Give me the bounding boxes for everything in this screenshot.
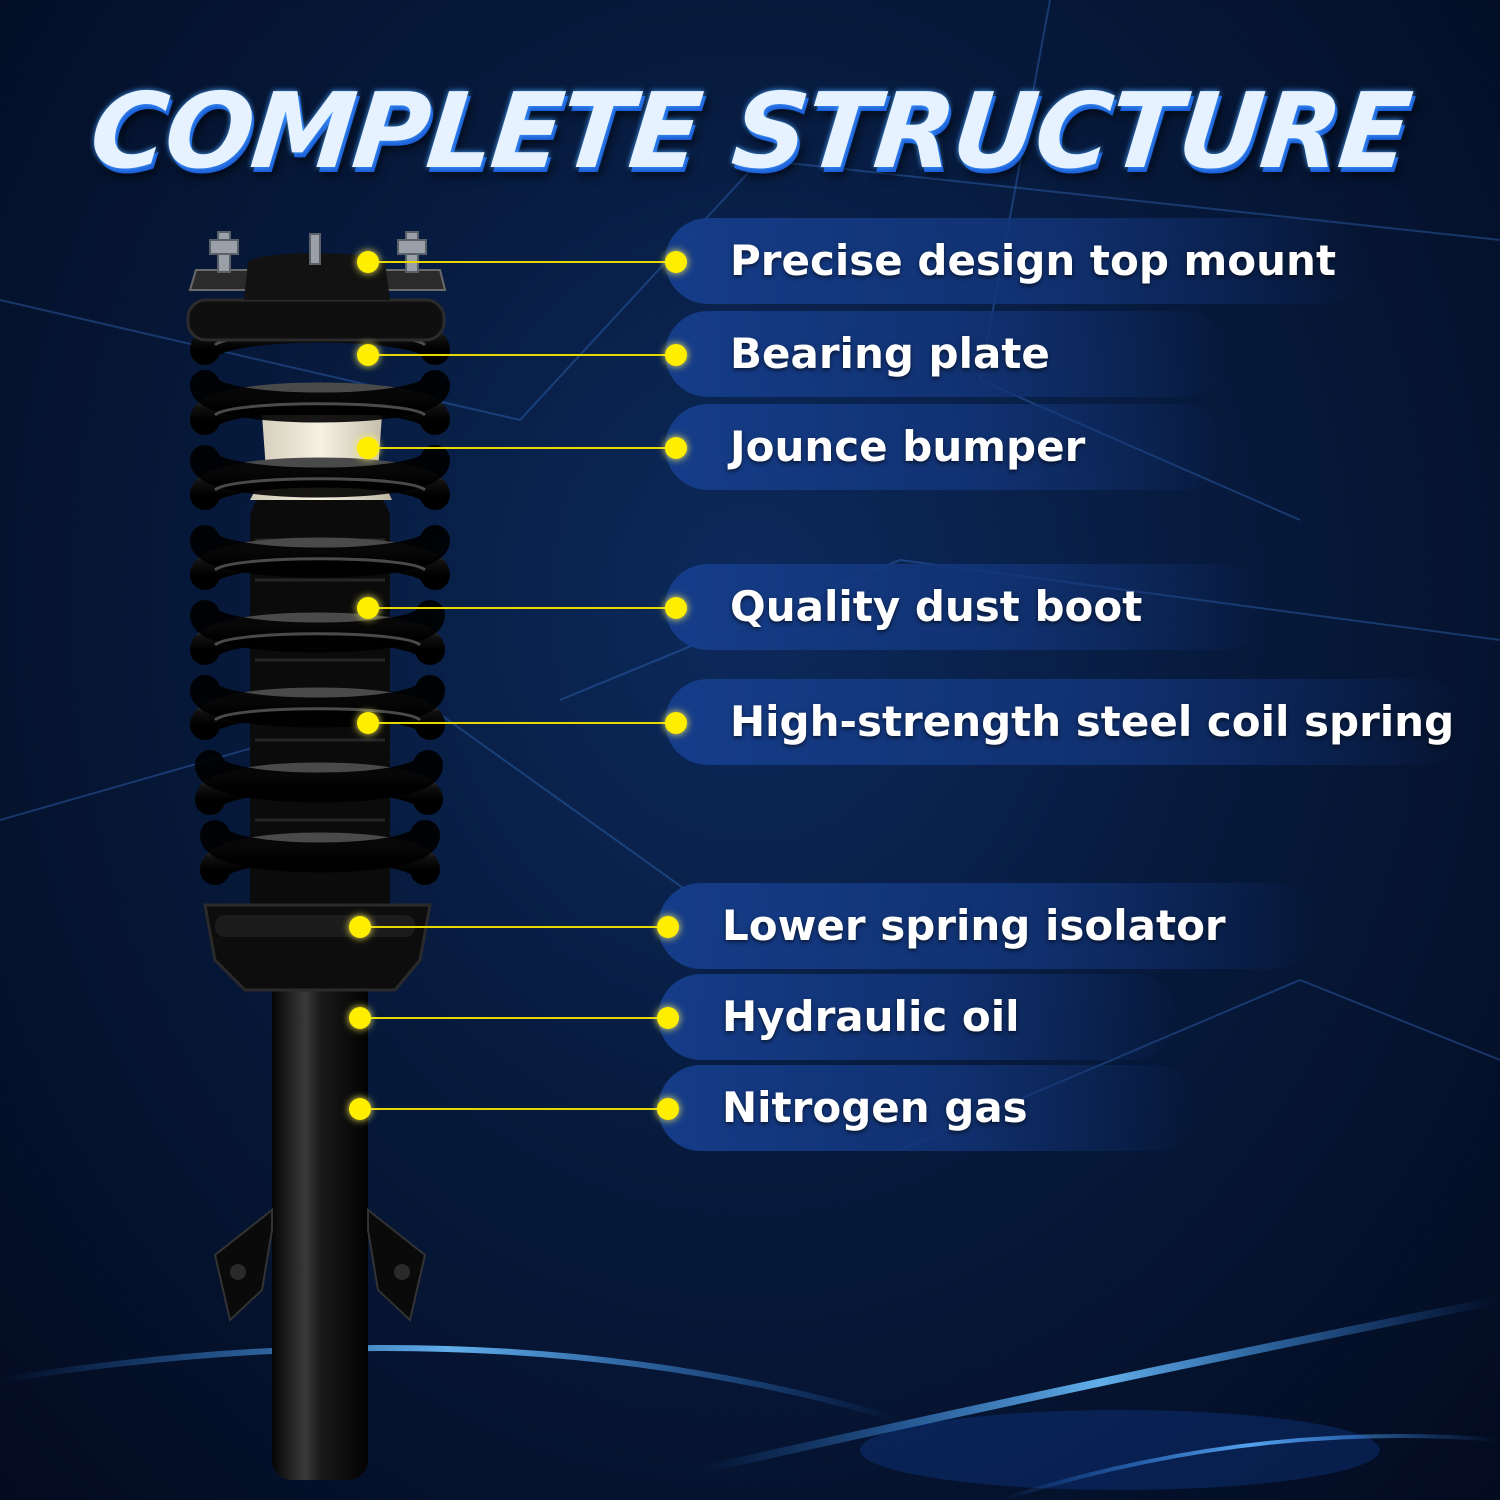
bearing-plate [186, 298, 446, 342]
marker-dot-bearing-plate-part [357, 344, 379, 366]
leader-line-jounce-bumper [368, 447, 676, 449]
callout-pill-top-mount [665, 218, 1365, 304]
callout-label-hydraulic-oil: Hydraulic oil [722, 992, 1020, 1041]
callout-label-lower-spring-isolator: Lower spring isolator [722, 901, 1226, 950]
callout-pill-jounce-bumper [665, 404, 1225, 490]
marker-dot-hydraulic-oil-part [349, 1007, 371, 1029]
callout-label-bearing-plate: Bearing plate [730, 329, 1050, 378]
callout-pill-hydraulic-oil [658, 974, 1178, 1060]
marker-dot-top-mount-label [665, 251, 687, 273]
marker-dot-nitrogen-gas-label [657, 1098, 679, 1120]
callout-pill-lower-spring-isolator [658, 883, 1318, 969]
callout-label-nitrogen-gas: Nitrogen gas [722, 1083, 1028, 1132]
marker-dot-dust-boot-label [665, 597, 687, 619]
callout-pill-bearing-plate [665, 311, 1225, 397]
callout-pill-coil-spring [665, 679, 1465, 765]
leader-line-top-mount [368, 261, 676, 263]
leader-line-nitrogen-gas [360, 1108, 668, 1110]
marker-dot-lower-spring-isolator-part [349, 916, 371, 938]
marker-dot-jounce-bumper-part [357, 437, 379, 459]
marker-dot-hydraulic-oil-label [657, 1007, 679, 1029]
marker-dot-dust-boot-part [357, 597, 379, 619]
leader-line-lower-spring-isolator [360, 926, 668, 928]
marker-dot-lower-spring-isolator-label [657, 916, 679, 938]
callout-label-jounce-bumper: Jounce bumper [730, 422, 1086, 471]
leader-line-coil-spring [368, 722, 676, 724]
callout-label-coil-spring: High-strength steel coil spring [730, 697, 1455, 746]
marker-dot-jounce-bumper-label [665, 437, 687, 459]
callout-pill-nitrogen-gas [658, 1065, 1198, 1151]
marker-dot-bearing-plate-label [665, 344, 687, 366]
leader-line-bearing-plate [368, 354, 676, 356]
marker-dot-nitrogen-gas-part [349, 1098, 371, 1120]
marker-dot-coil-spring-label [665, 712, 687, 734]
callout-label-top-mount: Precise design top mount [730, 236, 1337, 285]
callout-label-dust-boot: Quality dust boot [730, 582, 1143, 631]
strut-body-tube [272, 960, 368, 1480]
knuckle-bracket [213, 1207, 427, 1322]
leader-line-hydraulic-oil [360, 1017, 668, 1019]
leader-line-dust-boot [368, 607, 676, 609]
marker-dot-top-mount-part [357, 251, 379, 273]
callout-pill-dust-boot [665, 564, 1265, 650]
marker-dot-coil-spring-part [357, 712, 379, 734]
